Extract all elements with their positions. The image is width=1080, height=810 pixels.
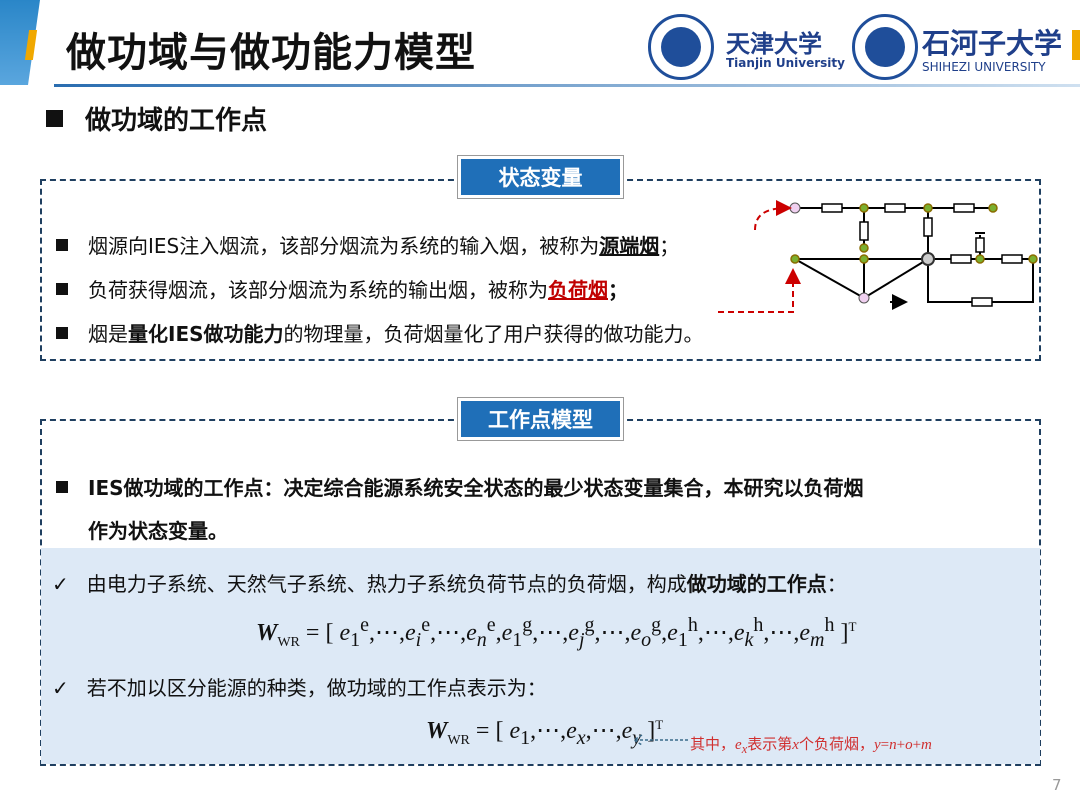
check-item-2: ✓若不加以区分能源的种类，做功域的工作点表示为： [52, 676, 547, 700]
note-arrow [632, 734, 688, 746]
check-icon: ✓ [52, 572, 69, 596]
header-accent-right [1072, 30, 1080, 60]
check-icon: ✓ [52, 676, 69, 700]
shihezi-name-cn: 石河子大学 [922, 27, 1063, 60]
shihezi-name-en: SHIHEZI UNIVERSITY [922, 60, 1046, 74]
tianjin-university-logo [648, 14, 714, 80]
tianjin-name-cn: 天津大学 [726, 29, 822, 58]
bullet-exergy-definition: 烟是量化IES做功能力的物理量，负荷烟量化了用户获得的做功能力。 [56, 318, 704, 347]
formula-1: WWR = [ e1e,⋯,eie,⋯,ene,e1g,⋯,ejg,⋯,eog,… [256, 614, 857, 651]
page-title: 做功域与做功能力模型 [66, 30, 476, 76]
network-diagram [718, 200, 1038, 320]
state-variable-tag: 状态变量 [457, 155, 624, 199]
shaded-region [41, 548, 1040, 764]
check-item-1: ✓由电力子系统、天然气子系统、热力子系统负荷节点的负荷烟，构成做功域的工作点： [52, 572, 847, 596]
definition-line-1: IES做功域的工作点：决定综合能源系统安全状态的最少状态变量集合，本研究以负荷烟 [56, 472, 864, 501]
section-heading-text: 做功域的工作点 [85, 106, 268, 136]
page-number: 7 [1052, 776, 1062, 794]
formula-note: 其中，ex表示第x个负荷烟，y=n+o+m [690, 737, 932, 756]
formula-2: WWR = [ e1,⋯,ex,⋯,ey ]T [426, 717, 664, 749]
bullet-load-exergy: 负荷获得烟流，该部分烟流为系统的输出烟，被称为负荷烟； [56, 274, 628, 303]
section-heading: 做功域的工作点 [46, 100, 267, 137]
shihezi-university-logo [852, 14, 918, 80]
title-divider [54, 84, 1080, 87]
definition-line-2: 作为状态变量。 [88, 519, 228, 543]
tianjin-name-en: Tianjin University [726, 56, 845, 70]
working-point-tag: 工作点模型 [457, 397, 624, 441]
bullet-source-exergy: 烟源向IES注入烟流，该部分烟流为系统的输入烟，被称为源端烟； [56, 230, 679, 259]
